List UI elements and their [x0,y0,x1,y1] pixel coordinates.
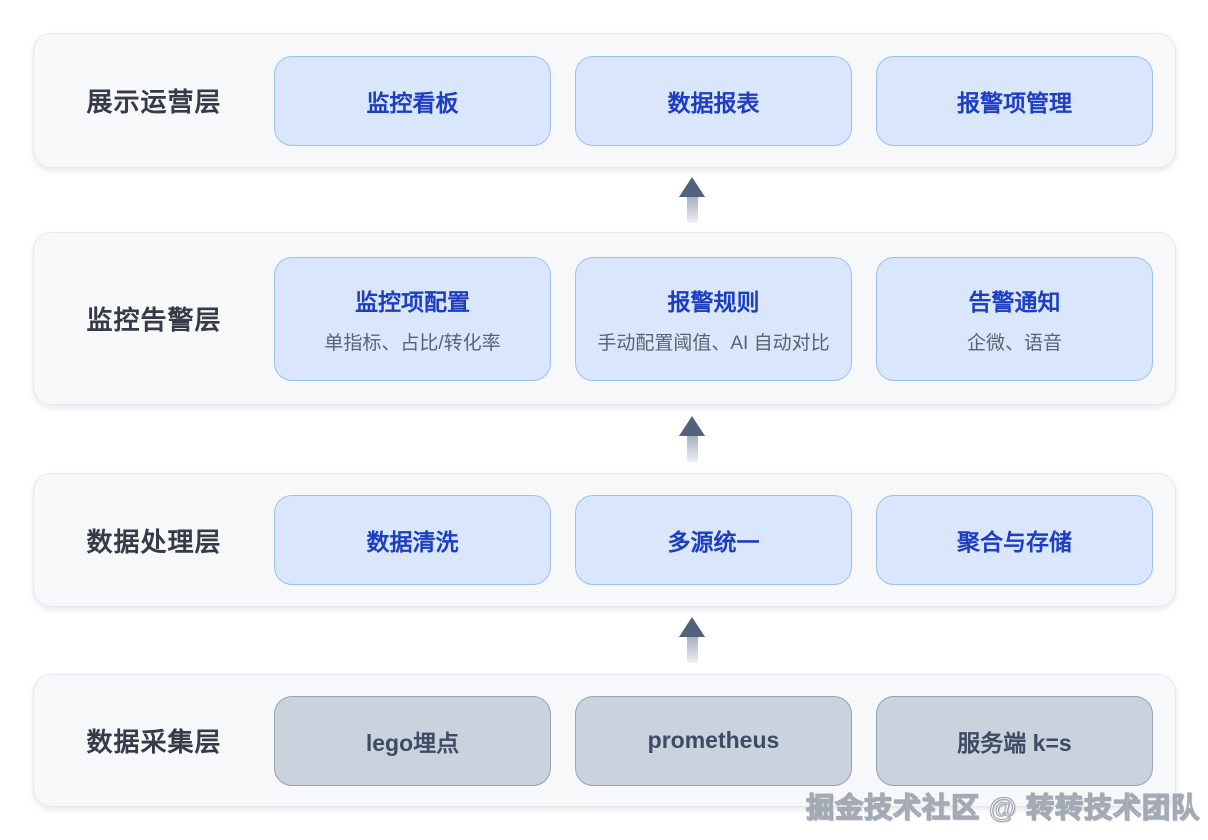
layer-boxes: 数据清洗 多源统一 聚合与存储 [274,495,1153,585]
node-title: prometheus [647,727,780,753]
node-prometheus: prometheus [575,695,852,786]
node-lego-tracking: lego埋点 [274,695,551,786]
node-title: lego埋点 [365,729,460,756]
layer-monitor-alert: 监控告警层 监控项配置 单指标、占比/转化率 报警规则 手动配置阈值、AI 自动… [33,232,1176,405]
watermark-text: 掘金技术社区 @ 转转技术团队 [806,791,1200,823]
node-subtitle: 企微、语音 [966,332,1062,354]
layer-boxes: 监控看板 数据报表 报警项管理 [274,55,1153,146]
node-subtitle: 单指标、占比/转化率 [324,332,501,354]
node-alert-notification: 告警通知 企微、语音 [876,256,1153,381]
node-alert-rules: 报警规则 手动配置阈值、AI 自动对比 [575,256,852,381]
arrow-head [679,416,705,436]
node-data-report: 数据报表 [575,55,852,146]
layer-label: 数据处理层 [86,526,222,557]
layer-label: 展示运营层 [86,87,222,117]
node-alert-item-management: 报警项管理 [876,55,1153,146]
node-title: 报警项管理 [957,89,1072,116]
node-monitor-item-config: 监控项配置 单指标、占比/转化率 [274,256,551,381]
node-monitor-dashboard: 监控看板 [274,55,551,146]
layer-label: 数据采集层 [86,727,222,757]
node-title: 报警规则 [667,288,760,315]
layer-display-operations: 展示运营层 监控看板 数据报表 报警项管理 [33,33,1176,168]
up-arrow-icon [679,617,705,663]
node-data-cleaning: 数据清洗 [274,495,551,585]
arrow-body [686,436,698,462]
node-title: 聚合与存储 [957,529,1072,555]
arrow-body [686,197,698,223]
layer-boxes: 监控项配置 单指标、占比/转化率 报警规则 手动配置阈值、AI 自动对比 告警通… [274,256,1153,381]
layer-boxes: lego埋点 prometheus 服务端 k=s [274,695,1153,786]
layer-data-processing: 数据处理层 数据清洗 多源统一 聚合与存储 [33,473,1176,607]
layer-label: 监控告警层 [86,305,222,335]
node-title: 数据清洗 [366,529,459,555]
layer-data-collection: 数据采集层 lego埋点 prometheus 服务端 k=s [33,674,1176,807]
node-server-side-k8s: 服务端 k=s [876,695,1153,786]
node-aggregation-storage: 聚合与存储 [876,495,1153,585]
node-title: 监控项配置 [355,288,470,315]
node-multi-source-unification: 多源统一 [575,495,852,585]
arrow-head [679,177,705,197]
arrow-body [686,637,698,663]
node-title: 数据报表 [667,89,760,116]
arrow-head [679,617,705,637]
up-arrow-icon [679,177,705,223]
node-title: 监控看板 [366,89,459,116]
node-title: 多源统一 [667,529,760,555]
node-title: 服务端 k=s [957,729,1072,756]
node-title: 告警通知 [968,288,1061,315]
up-arrow-icon [679,416,705,462]
node-subtitle: 手动配置阈值、AI 自动对比 [597,332,830,354]
